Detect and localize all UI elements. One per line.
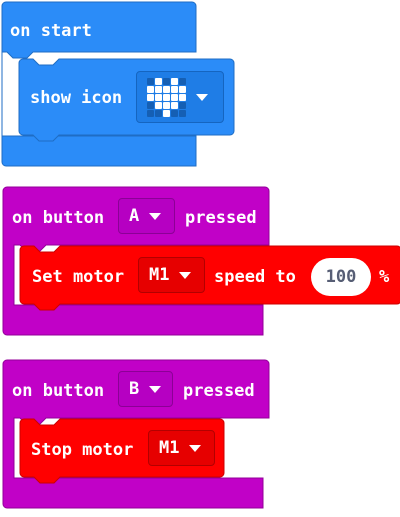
button-a-value: A (129, 206, 140, 226)
led-pixel (171, 109, 178, 117)
led-pixel (147, 93, 154, 101)
chevron-down-icon (196, 93, 208, 101)
percent-label: % (379, 267, 390, 287)
led-pixel (155, 109, 162, 117)
set-motor-dropdown[interactable]: M1 (138, 257, 205, 293)
show-icon-label: show icon (30, 88, 123, 108)
led-pixel (179, 77, 186, 85)
stop-motor-value: M1 (159, 438, 180, 458)
on-start-block-shape[interactable] (1, 1, 197, 167)
led-pixel (179, 93, 186, 101)
stop-motor-label: Stop motor (31, 440, 134, 460)
led-pixel (147, 101, 154, 109)
button-a-dropdown[interactable]: A (118, 198, 175, 234)
led-pixel (147, 85, 154, 93)
on-button-b-block-shape[interactable] (2, 359, 270, 509)
set-motor-label: Set motor (32, 267, 125, 287)
set-motor-value: M1 (149, 265, 170, 285)
button-b-value: B (129, 379, 140, 399)
led-pixel (163, 77, 170, 85)
on-start-label: on start (10, 21, 92, 41)
led-pixel (171, 101, 178, 109)
chevron-down-icon (179, 271, 192, 279)
chevron-down-icon (149, 385, 162, 393)
led-pixel (163, 93, 170, 101)
led-pixel (155, 77, 162, 85)
heart-icon (147, 77, 186, 117)
led-pixel (179, 101, 186, 109)
stop-motor-dropdown[interactable]: M1 (148, 430, 215, 466)
led-pixel (163, 109, 170, 117)
led-pixel (147, 77, 154, 85)
led-pixel (171, 85, 178, 93)
led-pixel (179, 85, 186, 93)
icon-picker-dropdown[interactable] (136, 71, 224, 123)
led-pixel (155, 101, 162, 109)
on-button-a-suffix: pressed (185, 208, 257, 228)
led-pixel (147, 109, 154, 117)
led-pixel (171, 93, 178, 101)
led-pixel (163, 101, 170, 109)
on-button-a-prefix: on button (12, 208, 105, 228)
button-b-dropdown[interactable]: B (118, 371, 173, 407)
on-button-a-block-shape[interactable] (2, 186, 270, 336)
led-pixel (163, 85, 170, 93)
led-pixel (179, 109, 186, 117)
on-button-b-prefix: on button (12, 381, 105, 401)
on-button-b-suffix: pressed (183, 381, 255, 401)
led-pixel (171, 77, 178, 85)
led-pixel (155, 85, 162, 93)
set-motor-block-shape[interactable] (19, 245, 400, 311)
speed-to-label: speed to (214, 267, 296, 287)
chevron-down-icon (189, 444, 202, 452)
led-pixel (155, 93, 162, 101)
chevron-down-icon (149, 212, 162, 220)
speed-input[interactable]: 100 (311, 258, 371, 296)
